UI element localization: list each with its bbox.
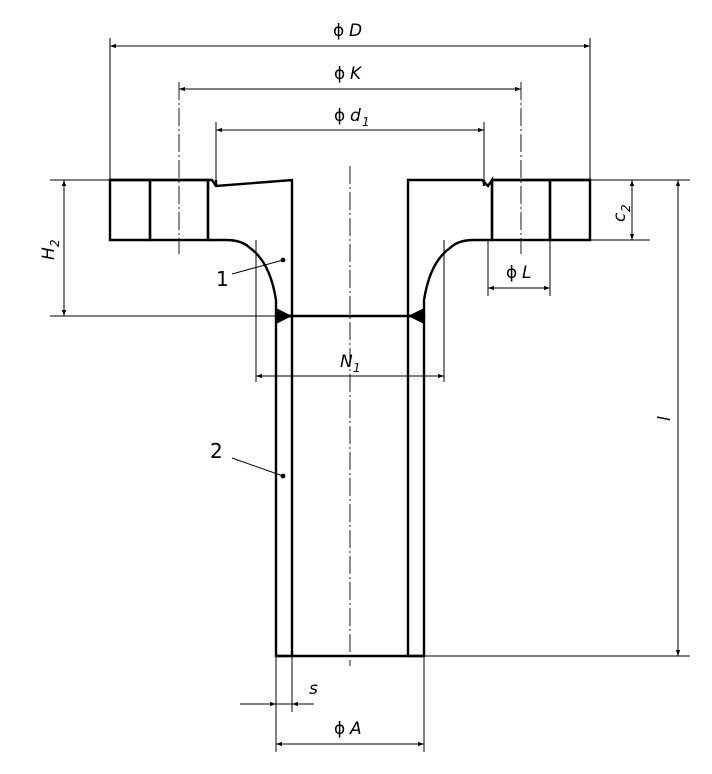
leader-dot-1	[280, 257, 286, 263]
leaders	[231, 259, 284, 477]
svg-text:c: c	[610, 212, 630, 222]
leader-dot-2	[280, 473, 286, 479]
svg-text:ϕ: ϕ	[333, 21, 344, 41]
part-number-2: 2	[210, 439, 223, 463]
svg-text:1: 1	[362, 115, 370, 129]
svg-text:ϕ: ϕ	[506, 263, 517, 283]
svg-text:K: K	[350, 64, 363, 84]
svg-text:2: 2	[48, 239, 62, 247]
svg-text:L: L	[522, 263, 531, 283]
svg-text:l: l	[655, 416, 675, 421]
part-number-1: 1	[216, 267, 229, 291]
svg-text:D: D	[349, 21, 362, 41]
svg-text:H: H	[39, 247, 59, 260]
pipe-wall-left	[274, 314, 294, 658]
dim-label-A: ϕ A	[334, 719, 362, 739]
flange-right-ring	[548, 178, 592, 242]
weld-bead-right	[408, 308, 424, 324]
center-lines	[178, 82, 522, 666]
svg-text:ϕ: ϕ	[334, 64, 345, 84]
svg-text:ϕ: ϕ	[334, 106, 345, 126]
svg-text:1: 1	[353, 361, 361, 375]
dim-label-L: ϕ L	[506, 263, 531, 283]
weld-bead-left	[276, 308, 292, 324]
dim-label-d1: ϕ d 1	[334, 106, 370, 129]
dim-label-N1: N 1	[340, 352, 361, 375]
flange-left-ring	[108, 178, 152, 242]
flange-face	[110, 178, 590, 186]
svg-text:ϕ: ϕ	[334, 719, 345, 739]
dim-label-c2: c 2	[610, 204, 633, 222]
dim-label-K: ϕ K	[334, 64, 363, 84]
svg-text:d: d	[350, 106, 361, 126]
dim-label-s: s	[309, 679, 318, 699]
extension-lines	[50, 38, 690, 752]
dim-label-H2: H 2	[39, 239, 62, 260]
dimension-lines	[61, 43, 681, 747]
svg-text:s: s	[309, 679, 318, 699]
svg-text:N: N	[340, 352, 353, 372]
flange-right-hub	[406, 176, 494, 318]
flange-left-hub	[206, 178, 294, 318]
pipe-wall-right	[406, 314, 426, 658]
svg-text:A: A	[349, 719, 362, 739]
dim-label-D: ϕ D	[333, 21, 362, 41]
dim-label-l: l	[655, 416, 675, 421]
svg-text:2: 2	[619, 204, 633, 212]
